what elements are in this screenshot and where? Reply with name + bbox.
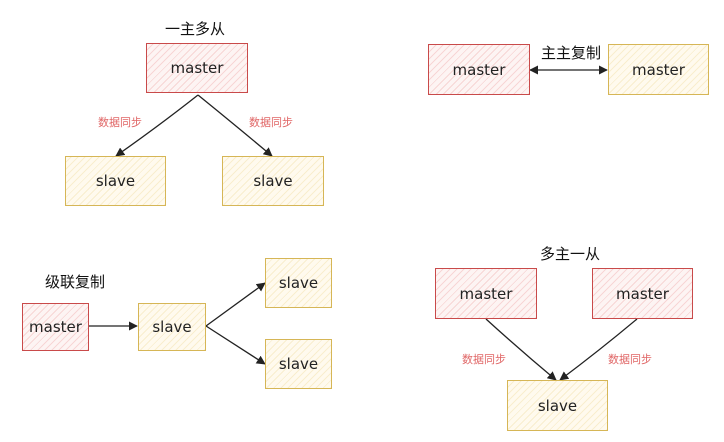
cascade-slave-node-top: slave [265, 258, 332, 308]
master-node-left: master [435, 268, 537, 319]
edge-label-bottom-left: 数据同步 [462, 353, 506, 366]
node-label: slave [278, 355, 319, 373]
edge-master-to-slave-left [115, 94, 199, 157]
node-label: slave [278, 274, 319, 292]
slave-node-right: slave [222, 156, 324, 206]
title-master-master: 主主复制 [541, 44, 602, 62]
node-label: master [616, 284, 669, 303]
master-node-a: master [428, 44, 530, 95]
edge-master-to-slave-right [197, 94, 273, 157]
cascade-slave-node-bottom: slave [265, 339, 332, 389]
slave-node-bottom: slave [507, 380, 608, 431]
edge-label-right: 数据同步 [249, 116, 293, 129]
node-label: master [459, 284, 513, 303]
master-node-b: master [608, 44, 709, 95]
edge-master-left-to-slave [485, 318, 557, 381]
edge-label-bottom-right: 数据同步 [608, 353, 652, 366]
node-label: master [29, 318, 82, 336]
node-label: master [452, 60, 506, 79]
node-label: slave [253, 172, 293, 190]
edge-cascade-slave-to-slave-bottom [205, 325, 266, 365]
node-label: slave [152, 318, 192, 336]
cascade-master-node: master [22, 303, 89, 351]
slave-node-left: slave [65, 156, 166, 206]
edge-master-right-to-slave [559, 318, 638, 381]
title-many-masters-one-slave: 多主一从 [540, 245, 601, 263]
node-label: slave [537, 396, 578, 415]
edge-cascade-slave-to-slave-top [205, 282, 266, 327]
edge-label-left: 数据同步 [98, 116, 142, 129]
node-label: master [632, 60, 685, 79]
title-cascade: 级联复制 [45, 273, 106, 291]
master-node: master [146, 43, 248, 93]
node-label: master [170, 59, 224, 77]
title-one-master-many-slaves: 一主多从 [165, 20, 226, 38]
cascade-slave-node-middle: slave [138, 303, 206, 351]
master-node-right: master [592, 268, 693, 319]
node-label: slave [95, 172, 136, 190]
